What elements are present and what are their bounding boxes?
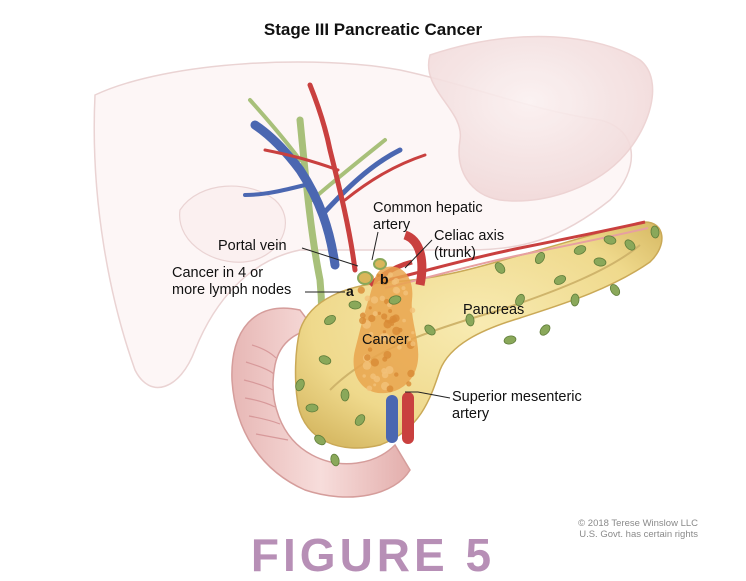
- tumor-spot: [371, 296, 378, 303]
- cancer-lymph-nodes-label: Cancer in 4 or more lymph nodes: [172, 265, 291, 299]
- marker-a: a: [346, 283, 354, 299]
- tumor-spot: [363, 374, 366, 377]
- tumor-spot: [365, 296, 371, 302]
- tumor-spot: [380, 296, 385, 301]
- tumor-spot: [402, 286, 406, 290]
- marker-b: b: [380, 271, 389, 287]
- tumor-spot: [386, 366, 394, 374]
- lymph-node: [306, 404, 318, 412]
- diagram-title: Stage III Pancreatic Cancer: [0, 20, 746, 40]
- tumor-spot: [406, 381, 411, 386]
- cancer-lymph-node-b: [374, 259, 386, 269]
- tumor-spot: [367, 386, 373, 392]
- lymph-node: [341, 389, 349, 401]
- lymph-node: [503, 335, 516, 345]
- pancreas-label: Pancreas: [463, 302, 524, 319]
- anatomy-illustration: [0, 0, 746, 559]
- tumor-spot: [392, 314, 400, 322]
- tumor-spot: [374, 376, 381, 383]
- tumor-spot: [373, 311, 378, 316]
- superior-mesenteric-artery-label: Superior mesenteric artery: [452, 389, 582, 423]
- tumor-spot: [402, 319, 406, 323]
- tumor-spot: [358, 287, 365, 294]
- tumor-spot: [381, 313, 387, 319]
- tumor-spot: [360, 313, 366, 319]
- tumor-spot: [387, 385, 394, 392]
- lymph-node: [538, 323, 552, 337]
- superior-mesenteric-artery-vessel: [402, 392, 414, 444]
- tumor-spot: [410, 341, 415, 346]
- tumor-spot: [410, 308, 416, 314]
- tumor-spot: [388, 309, 392, 313]
- portal-vein-label: Portal vein: [218, 238, 287, 255]
- tumor-spot: [393, 287, 400, 294]
- tumor-spot: [373, 383, 376, 386]
- tumor-spot: [378, 312, 381, 315]
- tumor-spot: [384, 351, 392, 359]
- tumor-spot: [394, 372, 398, 376]
- tumor-spot: [369, 306, 372, 309]
- tumor-spot: [363, 361, 371, 369]
- celiac-axis-label: Celiac axis (trunk): [434, 228, 504, 262]
- tumor-spot: [411, 331, 414, 334]
- tumor-spot: [403, 291, 408, 296]
- tumor-spot: [384, 320, 392, 328]
- tumor-spot: [364, 354, 371, 361]
- tumor-spot: [392, 280, 397, 285]
- superior-mesenteric-vein: [386, 395, 398, 443]
- figure-caption: FIGURE 5: [0, 532, 746, 578]
- tumor-spot: [371, 358, 379, 366]
- cancer-label: Cancer: [362, 332, 409, 349]
- cancer-lymph-node-a: [358, 272, 372, 284]
- tumor-spot: [407, 370, 414, 377]
